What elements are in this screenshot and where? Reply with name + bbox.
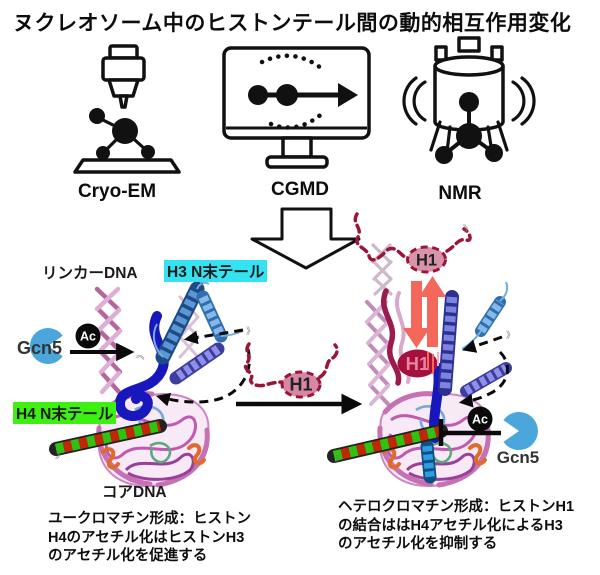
h1-protein-free xyxy=(406,245,447,274)
gcn5-label: Gcn5 xyxy=(17,338,62,358)
linker-dna-helix xyxy=(94,286,123,395)
core-dna-label: コアDNA xyxy=(102,484,167,501)
caption-line: のアセチル化を促進する xyxy=(48,548,208,564)
h1-label: H1 xyxy=(406,353,430,374)
interaction-dashed-arrow xyxy=(462,335,503,353)
h3-tail-label: H3 N末テール xyxy=(164,260,268,282)
caption-line: ユークロマチン形成：ヒストン xyxy=(48,511,251,527)
caption-line: の結合ははH4アセチル化によるH3 xyxy=(338,517,563,534)
left-nucleosome: Ac Gcn5 》 》 》 》 xyxy=(17,276,255,488)
method-label-nmr: NMR xyxy=(438,183,482,204)
caption-line: H4のアセチル化はヒストンH3 xyxy=(48,529,245,546)
method-label-cryoem: Cryo-EM xyxy=(77,181,157,202)
acetyl-badge xyxy=(467,406,493,432)
gcn5-label: Gcn5 xyxy=(497,448,540,467)
h1-label: H1 xyxy=(289,375,312,395)
motion-mark: 》 xyxy=(54,450,65,462)
h3-tail-coils xyxy=(152,281,244,385)
h4-tail-beads xyxy=(327,424,448,463)
h1-transition: H1 xyxy=(236,342,363,415)
caption-euchromatin: ユークロマチン形成：ヒストン H4のアセチル化はヒストンH3 のアセチル化を促進… xyxy=(48,510,251,566)
gcn5-enzyme-shape xyxy=(29,327,63,364)
flow-down-arrow xyxy=(250,207,361,270)
right-nucleosome: H1 H1 Ac Gcn5 》 》 》 xyxy=(327,212,540,486)
h4-tail-label: H4 N末テール xyxy=(13,402,117,424)
linker-dna-maroon xyxy=(381,288,402,386)
method-label-cgmd: CGMD xyxy=(270,179,330,200)
motion-mark: 》 xyxy=(135,349,147,360)
caption-line: ヘテロクロマチン形成：ヒストンH1 xyxy=(338,499,575,515)
motion-mark: 》 xyxy=(333,454,344,466)
monitor-simulation-icon xyxy=(222,46,371,169)
motion-mark: 》 xyxy=(463,223,474,234)
linker-dna-label: リンカーDNA xyxy=(42,265,138,282)
acetyl-label: Ac xyxy=(472,413,488,427)
binding-arrows xyxy=(403,276,446,374)
motion-mark: 》 xyxy=(506,330,515,340)
interaction-dashed-arrow xyxy=(458,350,509,408)
h1-protein-free xyxy=(280,370,322,399)
h3-tail-coils xyxy=(438,281,512,397)
h1-label: H1 xyxy=(416,252,437,270)
caption-line: のアセチル化を抑制する xyxy=(338,536,498,552)
nmr-spectrometer-icon xyxy=(402,36,536,164)
interaction-dashed-arrow xyxy=(183,328,244,345)
acetyl-label: Ac xyxy=(80,330,96,344)
acetyl-badge xyxy=(75,323,101,349)
h4-tail-beads xyxy=(49,419,167,456)
motion-mark: 》 xyxy=(246,326,255,336)
caption-heterochromatin: ヘテロクロマチン形成：ヒストンH1 の結合ははH4アセチル化によるH3 のアセチ… xyxy=(338,498,574,554)
interaction-dashed-arrow xyxy=(156,348,251,407)
electron-microscope-icon xyxy=(73,44,181,174)
figure-title: ヌクレオソーム中のヒストンテール間の動的相互作用変化 xyxy=(13,12,572,35)
gcn5-enzyme-shape xyxy=(503,412,538,450)
